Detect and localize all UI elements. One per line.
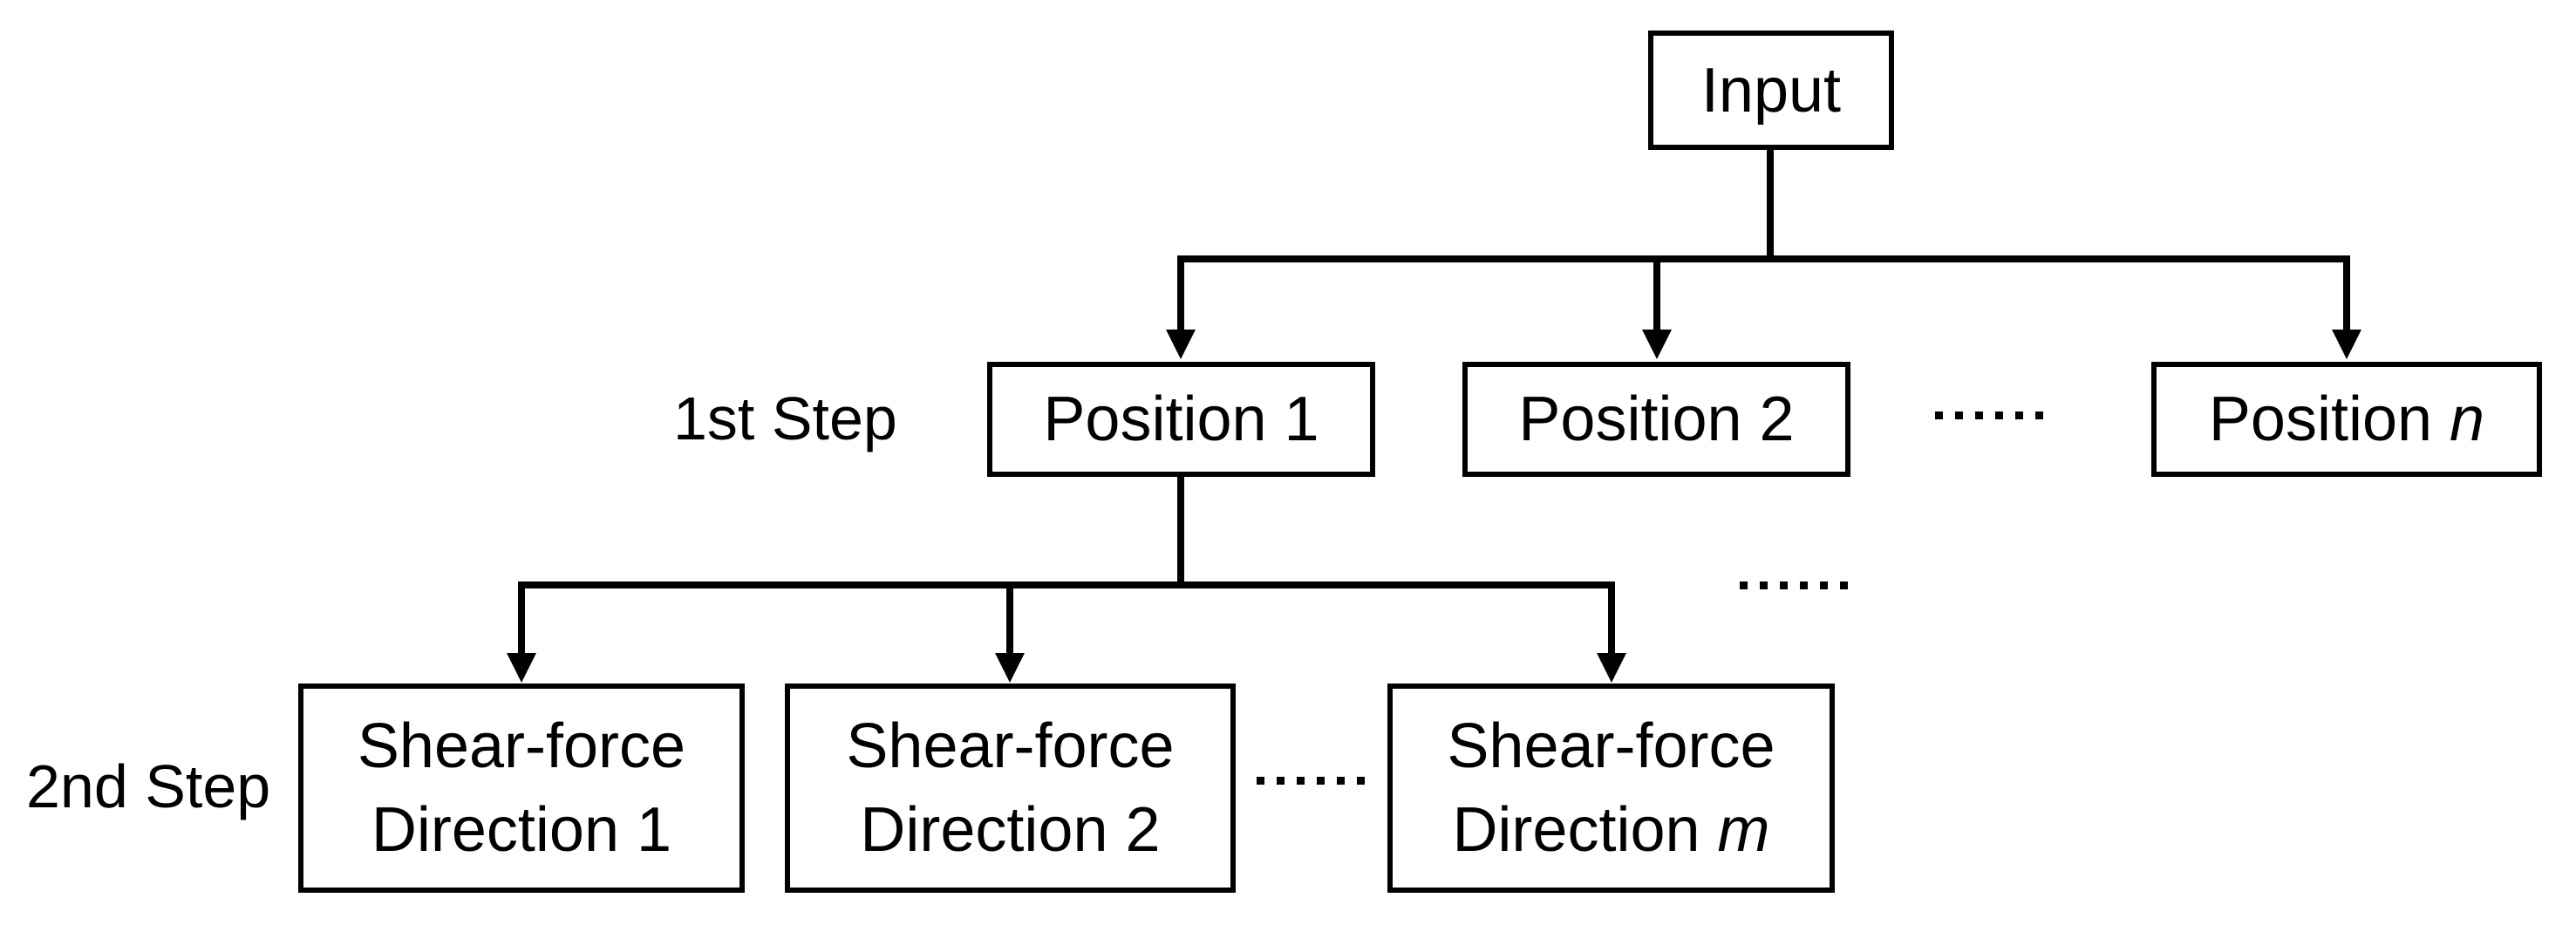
node-shear-force-direction-m: Shear-force Direction m xyxy=(1387,684,1835,893)
node-direction-m-line1: Shear-force xyxy=(1447,711,1775,781)
node-position-n: Position n xyxy=(2151,362,2542,477)
node-position-2: Position 2 xyxy=(1462,362,1850,477)
ellipsis-dot xyxy=(2035,411,2043,419)
ellipsis-dot xyxy=(1820,582,1828,589)
node-direction-1-var: 1 xyxy=(637,795,672,865)
ellipsis-dot xyxy=(1357,777,1365,785)
node-direction-2-line1: Shear-force xyxy=(846,711,1175,781)
node-direction-m-prefix: Direction xyxy=(1452,795,1718,865)
step1-row-label: 1st Step xyxy=(673,384,897,452)
connector-step2-drop-2 xyxy=(1006,588,1013,656)
ellipsis-dot xyxy=(1277,777,1285,785)
node-position-1-var: 1 xyxy=(1284,384,1319,454)
ellipsis-dot xyxy=(1337,777,1345,785)
node-direction-2-prefix: Direction xyxy=(860,795,1126,865)
node-position-2-prefix: Position xyxy=(1518,384,1760,454)
ellipsis-dot xyxy=(1800,582,1808,589)
ellipsis-dot xyxy=(1740,582,1748,589)
ellipsis-dot xyxy=(1995,411,2003,419)
ellipsis-dot xyxy=(2015,411,2023,419)
arrowhead-down-icon xyxy=(1597,653,1626,683)
node-position-n-prefix: Position xyxy=(2208,384,2450,454)
ellipsis-dot xyxy=(1297,777,1305,785)
connector-step2-crossbar xyxy=(518,582,1615,588)
connector-step1-crossbar xyxy=(1177,255,2350,262)
ellipsis-dots-step2-row xyxy=(1257,777,1365,785)
ellipsis-dot xyxy=(1840,582,1848,589)
node-position-1-label: Position 1 xyxy=(1043,378,1319,460)
ellipsis-dots-step1 xyxy=(1935,411,2043,419)
ellipsis-dot xyxy=(1780,582,1788,589)
connector-input-stem xyxy=(1767,149,1774,262)
node-direction-2-var: 2 xyxy=(1125,795,1161,865)
node-direction-1-label: Shear-force Direction 1 xyxy=(358,704,685,872)
ellipsis-dot xyxy=(1317,777,1325,785)
arrowhead-down-icon xyxy=(2332,330,2361,359)
node-input-label: Input xyxy=(1700,55,1842,126)
arrowhead-down-icon xyxy=(995,653,1025,683)
step2-row-label: 2nd Step xyxy=(26,752,271,820)
node-direction-m-var: m xyxy=(1717,795,1770,865)
node-direction-2-label: Shear-force Direction 2 xyxy=(846,704,1174,872)
ellipsis-dot xyxy=(1975,411,1983,419)
arrowhead-down-icon xyxy=(1166,330,1196,359)
node-position-n-var: n xyxy=(2450,384,2485,454)
node-shear-force-direction-1: Shear-force Direction 1 xyxy=(298,684,745,893)
ellipsis-dot xyxy=(1257,777,1264,785)
node-direction-m-label: Shear-force Direction m xyxy=(1447,704,1775,872)
node-shear-force-direction-2: Shear-force Direction 2 xyxy=(785,684,1236,893)
connector-step2-drop-1 xyxy=(518,588,525,656)
node-direction-1-line1: Shear-force xyxy=(357,711,686,781)
node-position-1: Position 1 xyxy=(987,362,1375,477)
connector-step1-drop-2 xyxy=(1653,262,1660,334)
node-position-1-prefix: Position xyxy=(1043,384,1285,454)
arrowhead-down-icon xyxy=(507,653,536,683)
arrowhead-down-icon xyxy=(1642,330,1672,359)
node-input: Input xyxy=(1648,31,1894,150)
connector-step2-drop-3 xyxy=(1608,588,1615,656)
node-direction-1-prefix: Direction xyxy=(371,795,637,865)
node-position-2-var: 2 xyxy=(1759,384,1795,454)
ellipsis-dot xyxy=(1955,411,1963,419)
ellipsis-dot xyxy=(1935,411,1943,419)
ellipsis-dots-step2-branches xyxy=(1740,582,1848,589)
connector-step1-drop-3 xyxy=(2343,262,2350,334)
node-position-2-label: Position 2 xyxy=(1518,378,1794,460)
node-position-n-label: Position n xyxy=(2209,378,2484,460)
connector-position1-stem xyxy=(1177,476,1184,588)
ellipsis-dot xyxy=(1760,582,1768,589)
connector-step1-drop-1 xyxy=(1177,262,1184,334)
